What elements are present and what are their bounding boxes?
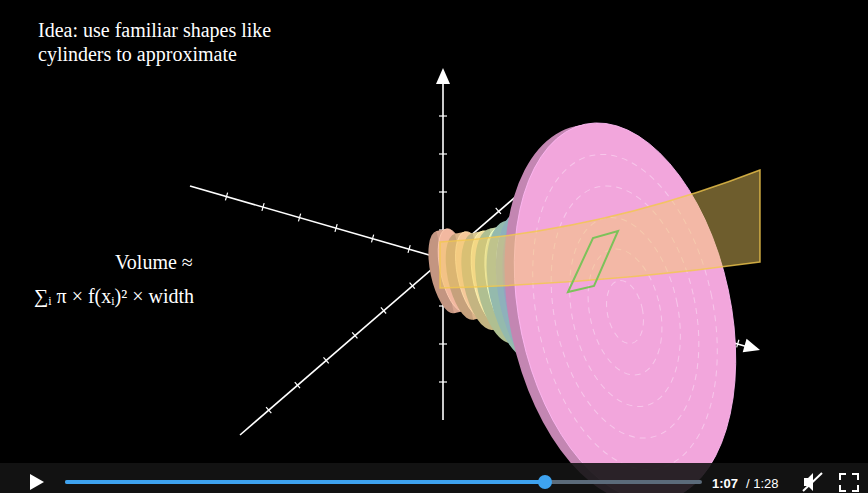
axis-tick — [439, 343, 447, 344]
axis-tick — [352, 332, 357, 338]
mute-slash — [803, 473, 822, 491]
fullscreen-icon — [840, 474, 858, 491]
disc-face — [482, 102, 768, 493]
progress-knob — [538, 475, 552, 489]
control-bar — [0, 463, 868, 493]
cylinder-discs — [422, 102, 768, 493]
axis-tick — [262, 203, 264, 211]
axis-tick — [439, 191, 447, 192]
axis-tick — [335, 224, 337, 232]
axis-tick — [225, 193, 227, 201]
axis-tick — [408, 245, 410, 253]
slice-rectangle — [568, 231, 618, 292]
axis-tick — [496, 208, 501, 214]
axis-arrowhead — [743, 339, 760, 352]
axis-tick — [439, 115, 447, 116]
axis-tick — [323, 357, 328, 363]
play-icon — [30, 474, 44, 490]
axis-tick — [298, 214, 300, 222]
progress-fill — [65, 480, 545, 484]
video-controls — [0, 463, 868, 493]
axis-tick — [266, 407, 271, 413]
axis-tick — [371, 235, 373, 243]
progress-track — [65, 480, 702, 484]
axis-tick — [737, 340, 739, 348]
area-surface — [440, 170, 760, 292]
axis-tick — [439, 381, 447, 382]
cylinder-disc — [472, 102, 768, 493]
disc-pattern — [601, 277, 649, 347]
axis-tick — [295, 382, 300, 388]
volume-label: Volume ≈ — [115, 250, 255, 274]
volume-formula: ∑ᵢ π × f(xᵢ)² × width — [34, 284, 334, 308]
axis-tick — [439, 153, 447, 154]
idea-note: Idea: use familiar shapes like cylinders… — [38, 18, 300, 66]
axis-tick — [381, 307, 386, 313]
total-time: / 1:28 — [746, 476, 796, 492]
axis-tick — [410, 283, 415, 289]
axis-arrowhead — [436, 68, 450, 84]
